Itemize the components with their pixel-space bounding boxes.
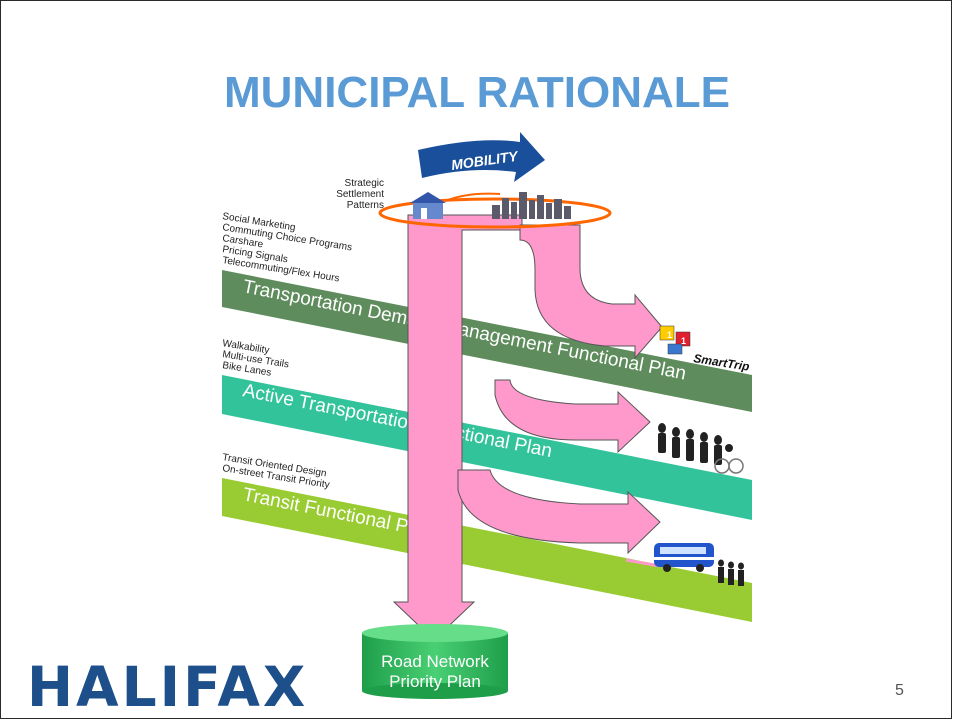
settlement-ring — [378, 197, 612, 229]
main-pink-arrow — [392, 214, 523, 641]
branch-arrow-active — [494, 379, 651, 454]
tdm-band — [222, 270, 752, 412]
svg-text:1: 1 — [667, 330, 672, 340]
settlement-label-2: Settlement — [336, 189, 384, 200]
branch-connector-transit — [625, 558, 661, 568]
city-skyline-icon — [492, 192, 571, 219]
pedestrians-icon — [658, 423, 744, 474]
settlement-flow-arrow — [447, 192, 501, 201]
road-network-label-1: Road Network — [381, 652, 489, 671]
settlement-label-1: Strategic — [345, 178, 384, 189]
settlement-label-3: Patterns — [347, 200, 384, 211]
branch-arrow-transit — [457, 469, 661, 555]
house-icon — [410, 192, 446, 219]
halifax-logo: HALIFAX — [27, 655, 309, 719]
road-network-label-2: Priority Plan — [389, 672, 481, 691]
transit-band — [222, 478, 752, 622]
road-network-cylinder — [362, 624, 508, 699]
active-band — [222, 375, 752, 520]
smarttrip-icon: 1 1 — [659, 325, 691, 355]
mobility-arrow — [418, 132, 545, 182]
slide-number: 5 — [895, 682, 904, 699]
svg-text:1: 1 — [681, 336, 686, 346]
branch-arrow-tdm — [519, 224, 663, 360]
transit-riders-icon — [718, 559, 744, 586]
bus-icon — [654, 543, 714, 572]
slide-title: MUNICIPAL RATIONALE — [224, 68, 730, 117]
